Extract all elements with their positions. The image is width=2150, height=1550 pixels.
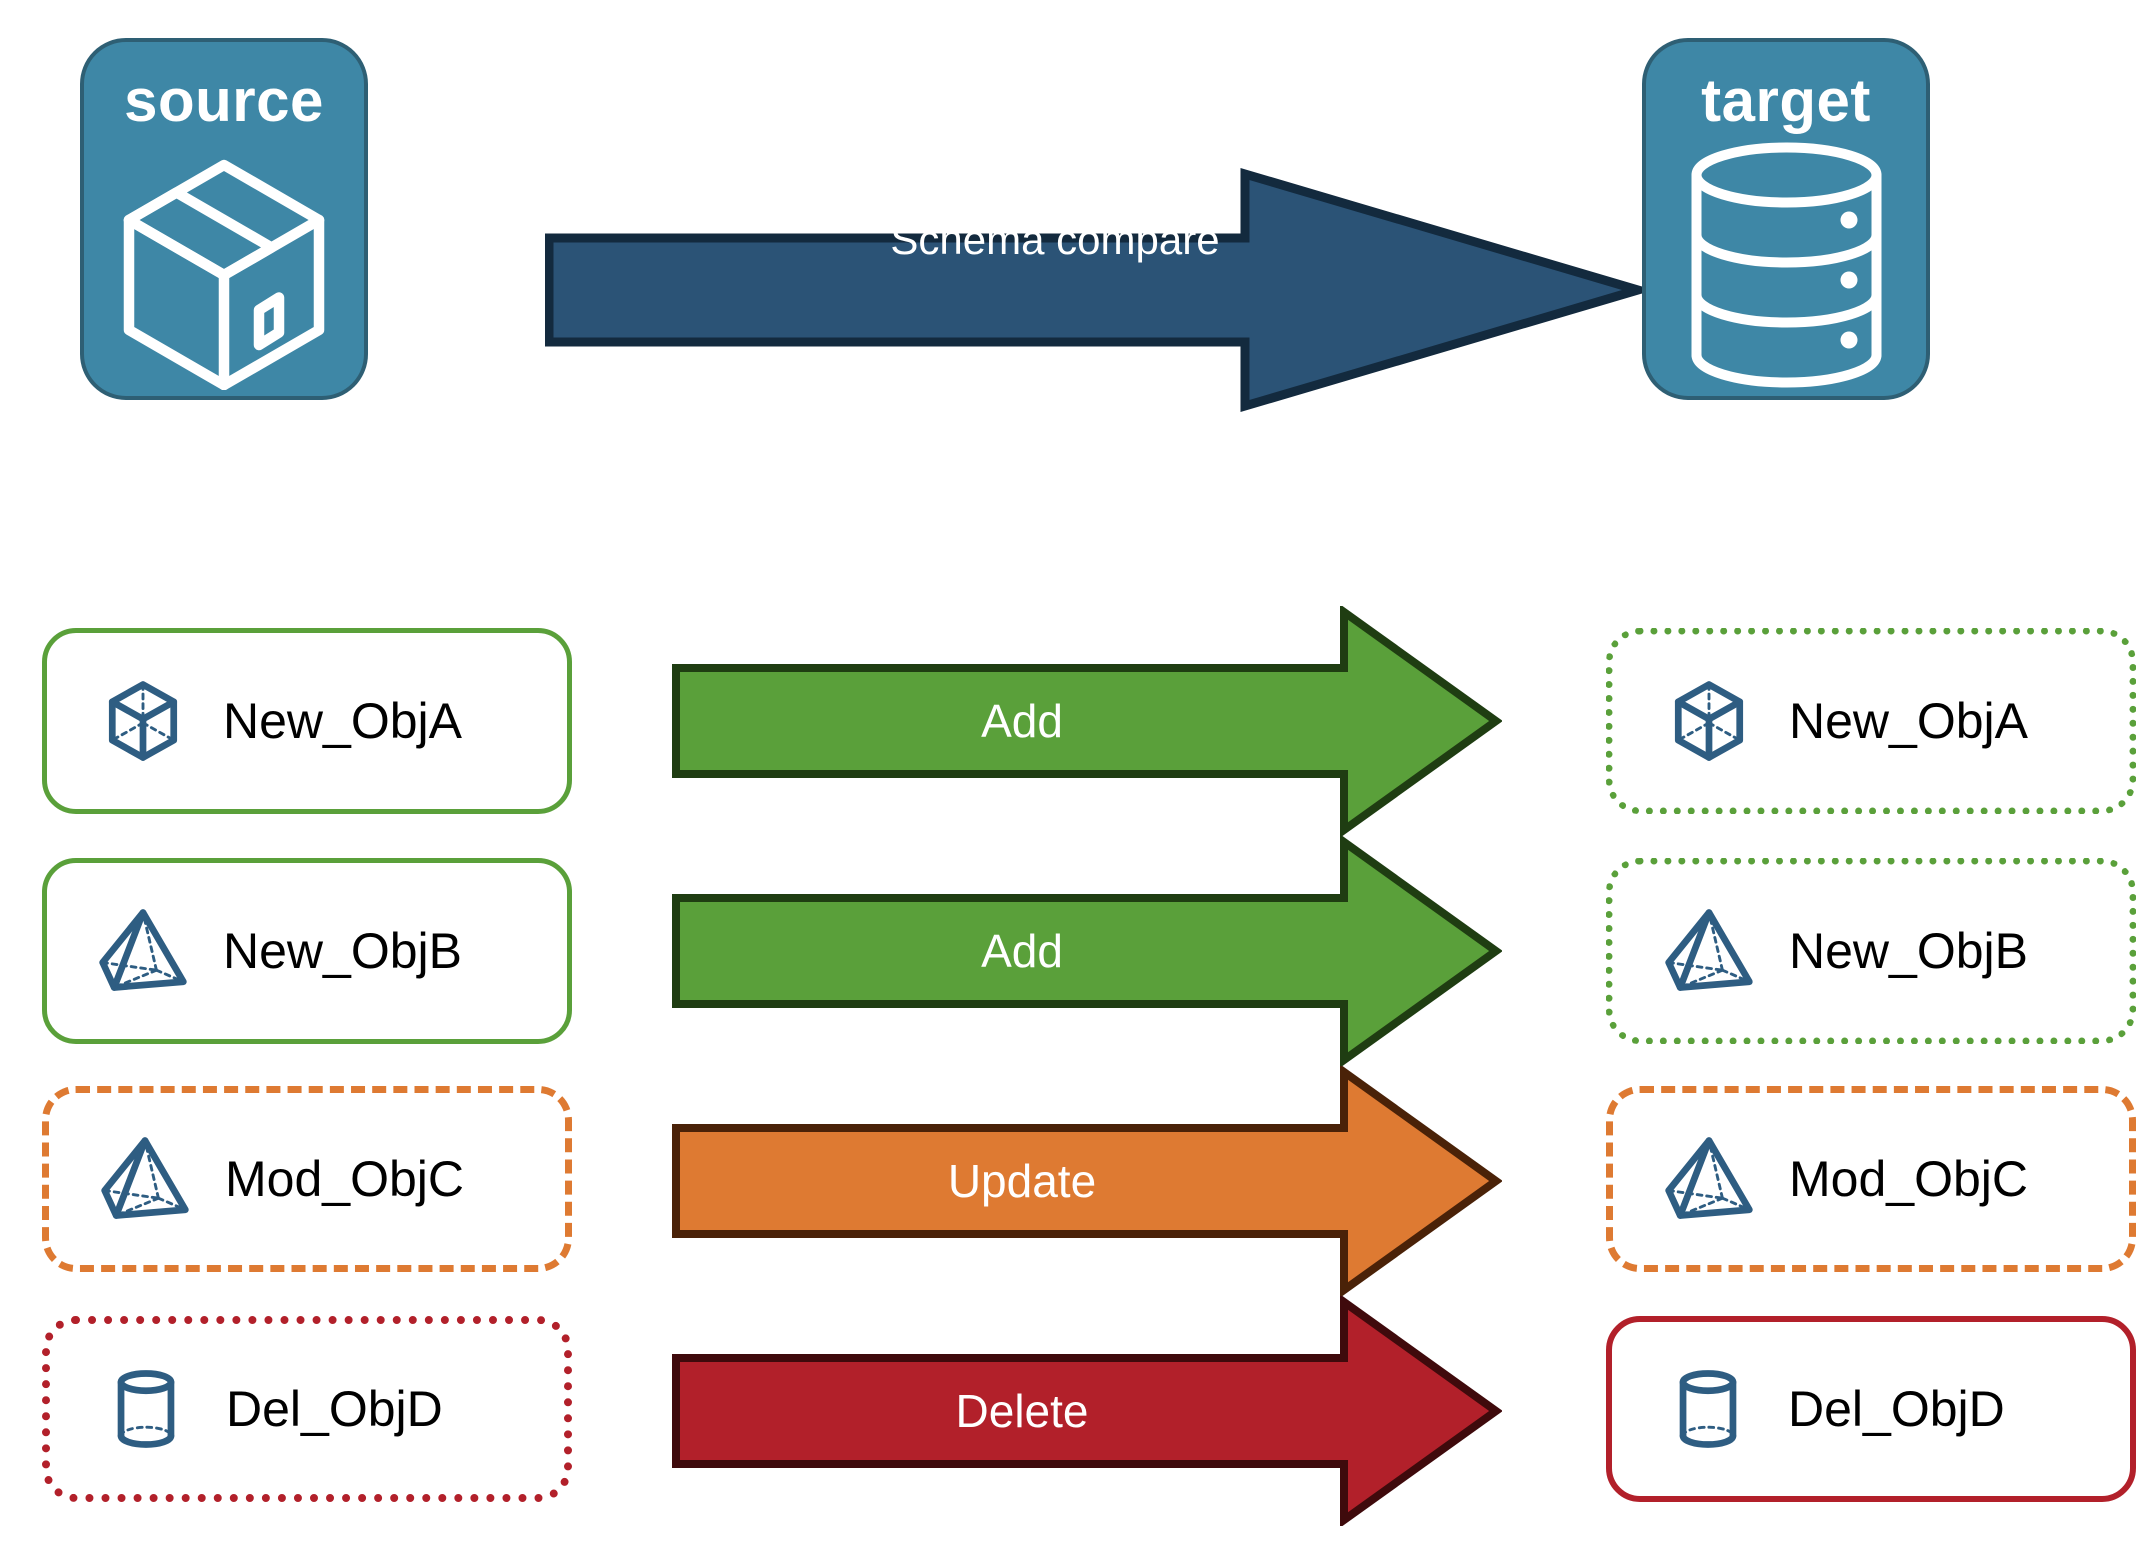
target-endpoint-card[interactable]: target (1642, 38, 1930, 400)
source-object-card-row-3[interactable]: Mod_ObjC (42, 1086, 572, 1272)
schema-compare-arrow[interactable] (544, 140, 1654, 440)
package-box-icon (84, 134, 364, 396)
source-object-label-row-4: Del_ObjD (226, 1381, 443, 1437)
database-cylinder-icon (1646, 134, 1926, 396)
target-object-label-row-1: New_ObjA (1789, 693, 2028, 749)
source-object-card-row-4[interactable]: Del_ObjD (42, 1316, 572, 1502)
wireframe-cube-icon (1674, 681, 1744, 761)
wireframe-pyramid-icon (99, 909, 187, 991)
source-endpoint-card[interactable]: source (80, 38, 368, 400)
source-label: source (124, 67, 324, 134)
target-object-label-row-4: Del_ObjD (1788, 1381, 2005, 1437)
source-object-card-row-1[interactable]: New_ObjA (42, 628, 572, 814)
target-object-label-row-3: Mod_ObjC (1789, 1151, 2028, 1207)
target-object-card-row-1[interactable]: New_ObjA (1606, 628, 2136, 814)
target-object-card-row-4[interactable]: Del_ObjD (1606, 1316, 2136, 1502)
target-object-card-row-3[interactable]: Mod_ObjC (1606, 1086, 2136, 1272)
source-object-label-row-3: Mod_ObjC (225, 1151, 464, 1207)
wireframe-pyramid-icon (101, 1137, 189, 1219)
source-object-label-row-2: New_ObjB (223, 923, 462, 979)
wireframe-pyramid-icon (1665, 909, 1753, 991)
action-arrow-add-row-2[interactable] (672, 836, 1502, 1066)
target-object-card-row-2[interactable]: New_ObjB (1606, 858, 2136, 1044)
wireframe-cylinder-icon (1679, 1370, 1737, 1448)
target-object-label-row-2: New_ObjB (1789, 923, 2028, 979)
action-arrow-delete-row-4[interactable] (672, 1296, 1502, 1526)
action-arrow-add-row-1[interactable] (672, 606, 1502, 836)
action-arrow-update-row-3[interactable] (672, 1066, 1502, 1296)
source-object-card-row-2[interactable]: New_ObjB (42, 858, 572, 1044)
wireframe-cube-icon (108, 681, 178, 761)
target-label: target (1701, 67, 1871, 134)
wireframe-pyramid-icon (1665, 1137, 1753, 1219)
source-object-label-row-1: New_ObjA (223, 693, 462, 749)
wireframe-cylinder-icon (117, 1370, 175, 1448)
